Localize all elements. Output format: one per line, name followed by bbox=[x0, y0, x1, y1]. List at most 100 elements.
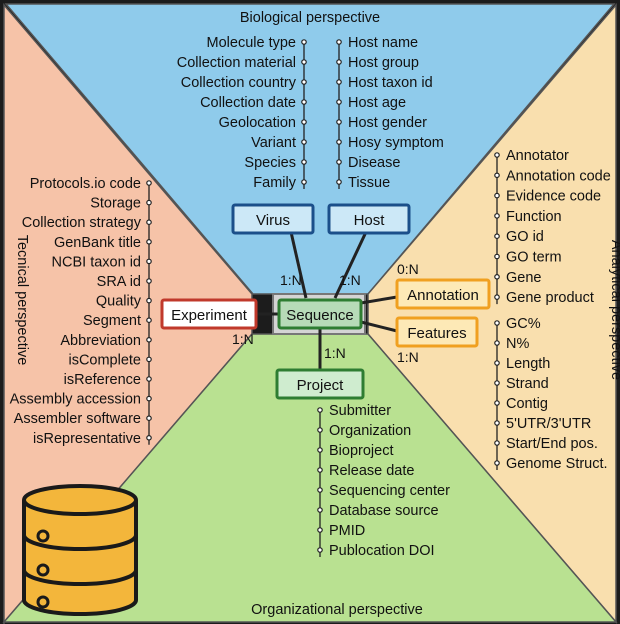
attribute-node bbox=[317, 427, 323, 433]
features-entity: Features bbox=[395, 316, 479, 348]
attribute-label: isRepresentative bbox=[33, 431, 141, 447]
attribute-node bbox=[301, 39, 307, 45]
attribute-node bbox=[494, 253, 500, 260]
annotation-entity: Annotation bbox=[395, 278, 491, 310]
attribute-label: Segment bbox=[83, 313, 141, 329]
attribute-label: Host group bbox=[348, 55, 419, 71]
attribute-node bbox=[494, 400, 500, 406]
attribute-node bbox=[494, 440, 500, 446]
attribute-node bbox=[146, 278, 152, 284]
sequence-features-line bbox=[360, 320, 398, 333]
attribute-label: Collection date bbox=[200, 95, 296, 111]
attribute-label: Storage bbox=[90, 196, 141, 212]
attribute-label: Length bbox=[506, 356, 550, 372]
attribute-label: N% bbox=[506, 336, 529, 352]
attribute-label: Genome Struct. bbox=[506, 456, 608, 472]
attribute-node bbox=[494, 233, 500, 240]
attribute-node bbox=[146, 297, 152, 304]
attribute-node bbox=[146, 376, 152, 382]
attribute-label: SRA id bbox=[97, 274, 141, 290]
attribute-node bbox=[494, 380, 500, 386]
attribute-label: Release date bbox=[329, 463, 414, 479]
attribute-label: Abbreviation bbox=[60, 333, 141, 349]
attribute-label: Species bbox=[244, 155, 296, 171]
attribute-label: isComplete bbox=[68, 352, 141, 368]
attribute-node bbox=[317, 467, 323, 473]
connectors bbox=[256, 231, 398, 370]
attribute-label: isReference bbox=[64, 372, 141, 388]
attribute-node bbox=[301, 119, 307, 125]
attribute-node bbox=[146, 336, 152, 343]
cardinality-host: 1:N bbox=[339, 272, 361, 288]
attribute-node bbox=[317, 507, 323, 513]
attribute-node bbox=[317, 487, 323, 493]
attribute-node bbox=[494, 320, 500, 326]
attribute-node bbox=[146, 395, 152, 402]
attribute-label: Collection material bbox=[177, 55, 296, 71]
attribute-label: Function bbox=[506, 209, 562, 225]
attribute-node bbox=[494, 420, 500, 426]
organizational-perspective-title: Organizational perspective bbox=[251, 602, 423, 618]
attribute-label: GO id bbox=[506, 229, 544, 245]
attribute-label: Tissue bbox=[348, 175, 390, 191]
host-entity: Host bbox=[327, 203, 411, 235]
cardinality-project: 1:N bbox=[324, 345, 346, 361]
attribute-label: Host taxon id bbox=[348, 75, 433, 91]
features-attribute-list: GC%N%LengthStrandContig5'UTR/3'UTRStart/… bbox=[494, 316, 608, 472]
features-entity-label: Features bbox=[407, 325, 466, 342]
sequence-entity-label: Sequence bbox=[286, 307, 354, 324]
attribute-node bbox=[494, 213, 500, 219]
attribute-label: Protocols.io code bbox=[30, 176, 141, 192]
attribute-node bbox=[336, 119, 342, 125]
attribute-label: Annotator bbox=[506, 148, 569, 164]
attribute-node bbox=[146, 317, 152, 324]
attribute-label: Disease bbox=[348, 155, 400, 171]
attribute-label: 5'UTR/3'UTR bbox=[506, 416, 591, 432]
attribute-label: Geolocation bbox=[219, 115, 296, 131]
cardinality-virus: 1:N bbox=[280, 272, 302, 288]
attribute-label: Family bbox=[253, 175, 296, 191]
attribute-node bbox=[301, 159, 307, 165]
virus-entity-label: Virus bbox=[256, 212, 290, 229]
attribute-node bbox=[336, 79, 342, 85]
attribute-node bbox=[494, 192, 500, 199]
annotation-entity-label: Annotation bbox=[407, 287, 479, 304]
attribute-label: Host age bbox=[348, 95, 406, 111]
attribute-node bbox=[336, 99, 342, 105]
cardinality-features: 1:N bbox=[397, 349, 419, 365]
attribute-node bbox=[301, 139, 307, 145]
cardinality-annotation: 0:N bbox=[397, 261, 419, 277]
cardinality-experiment: 1:N bbox=[232, 331, 254, 347]
attribute-node bbox=[146, 219, 152, 226]
host-sequence-line bbox=[333, 231, 368, 299]
attribute-node bbox=[317, 407, 323, 413]
attribute-label: Publocation DOI bbox=[329, 543, 435, 559]
attribute-node bbox=[317, 527, 323, 533]
attribute-node bbox=[494, 273, 500, 280]
attribute-label: Annotation code bbox=[506, 168, 611, 184]
attribute-label: Bioproject bbox=[329, 443, 393, 459]
attribute-node bbox=[317, 547, 323, 553]
virus-entity: Virus bbox=[231, 203, 315, 235]
attribute-label: NCBI taxon id bbox=[52, 254, 141, 270]
virus-sequence-line bbox=[289, 231, 308, 299]
attribute-label: Quality bbox=[96, 294, 142, 310]
attribute-node bbox=[146, 434, 152, 441]
attribute-node bbox=[494, 294, 500, 300]
attribute-label: Start/End pos. bbox=[506, 436, 598, 452]
attribute-node bbox=[494, 360, 500, 366]
attribute-label: Organization bbox=[329, 423, 411, 439]
sequence-annotation-line bbox=[360, 295, 398, 305]
attribute-node bbox=[146, 199, 152, 206]
biological-perspective-title: Biological perspective bbox=[240, 10, 380, 26]
attribute-label: Collection strategy bbox=[22, 215, 142, 231]
attribute-label: Host gender bbox=[348, 115, 427, 131]
attribute-node bbox=[494, 340, 500, 346]
host-entity-label: Host bbox=[354, 212, 386, 229]
attribute-node bbox=[146, 180, 152, 186]
experiment-entity: Experiment bbox=[160, 298, 258, 330]
attribute-label: GC% bbox=[506, 316, 541, 332]
attribute-node bbox=[494, 460, 500, 466]
